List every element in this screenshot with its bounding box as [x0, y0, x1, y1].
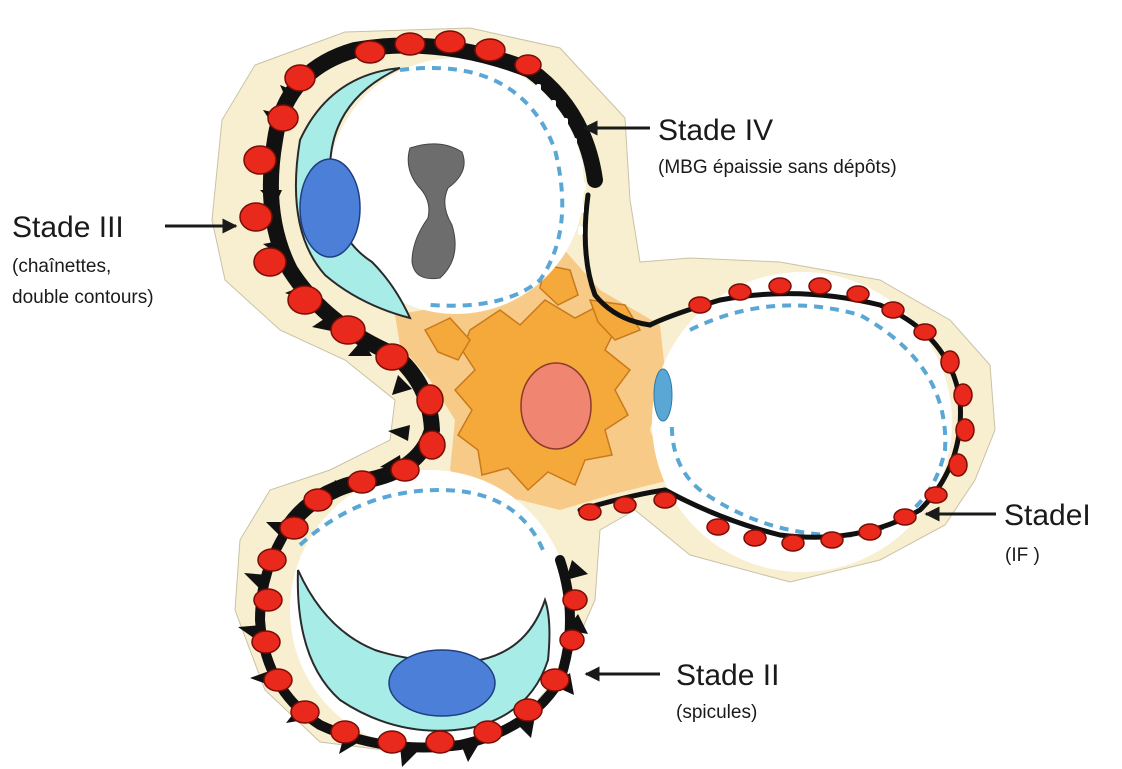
podocyte [956, 419, 974, 441]
podocyte [514, 699, 542, 721]
stage1-subtitle: (IF ) [1005, 545, 1040, 566]
podocyte [925, 487, 947, 503]
podocyte [419, 431, 445, 459]
stage4-title: Stade IV [658, 114, 773, 147]
podocyte [809, 278, 831, 294]
podocyte [268, 105, 298, 131]
stage3-subtitle-line2: double contours) [12, 287, 154, 308]
podocyte [240, 203, 272, 231]
podocyte [258, 549, 286, 571]
podocyte [707, 519, 729, 535]
podocyte [474, 721, 502, 743]
podocyte [426, 731, 454, 753]
podocyte [941, 351, 959, 373]
podocyte [304, 489, 332, 511]
stage3-title: Stade III [12, 211, 124, 244]
podocyte [435, 31, 465, 53]
endothelial-nucleus-bottom [389, 650, 495, 716]
podocyte [475, 39, 505, 61]
podocyte [391, 459, 419, 481]
podocyte [729, 284, 751, 300]
podocyte [782, 535, 804, 551]
stage2-title: Stade II [676, 659, 779, 692]
podocyte [541, 669, 569, 691]
endothelial-cell-right [654, 369, 672, 421]
podocyte [285, 65, 315, 91]
podocyte [288, 286, 322, 314]
podocyte [417, 385, 443, 415]
podocyte [579, 504, 601, 520]
podocyte [614, 497, 636, 513]
podocyte [654, 492, 676, 508]
podocyte [264, 669, 292, 691]
podocyte [769, 278, 791, 294]
podocyte [378, 731, 406, 753]
podocyte [847, 286, 869, 302]
podocyte [355, 41, 385, 63]
podocyte [331, 721, 359, 743]
mesangial-nucleus [521, 363, 591, 449]
podocyte [331, 316, 365, 344]
podocyte [291, 701, 319, 723]
podocyte [515, 55, 541, 75]
podocyte [689, 297, 711, 313]
podocyte [252, 631, 280, 653]
podocyte [744, 530, 766, 546]
stage3-subtitle-line1: (chaînettes, [12, 256, 111, 277]
podocyte [949, 454, 967, 476]
podocyte [376, 344, 408, 370]
podocyte [254, 248, 286, 276]
podocyte [560, 630, 584, 650]
podocyte [254, 589, 282, 611]
podocyte [563, 590, 587, 610]
podocyte [821, 532, 843, 548]
podocyte [244, 146, 276, 174]
podocyte [859, 524, 881, 540]
stage4-subtitle: (MBG épaissie sans dépôts) [658, 157, 897, 178]
podocyte [914, 324, 936, 340]
podocyte [348, 471, 376, 493]
podocyte [894, 509, 916, 525]
podocyte [395, 33, 425, 55]
podocyte [954, 384, 972, 406]
endothelial-nucleus-top [300, 159, 360, 257]
stage2-subtitle: (spicules) [676, 702, 757, 723]
podocyte [280, 517, 308, 539]
stage1-title: StadeI [1004, 499, 1091, 532]
podocyte [882, 302, 904, 318]
